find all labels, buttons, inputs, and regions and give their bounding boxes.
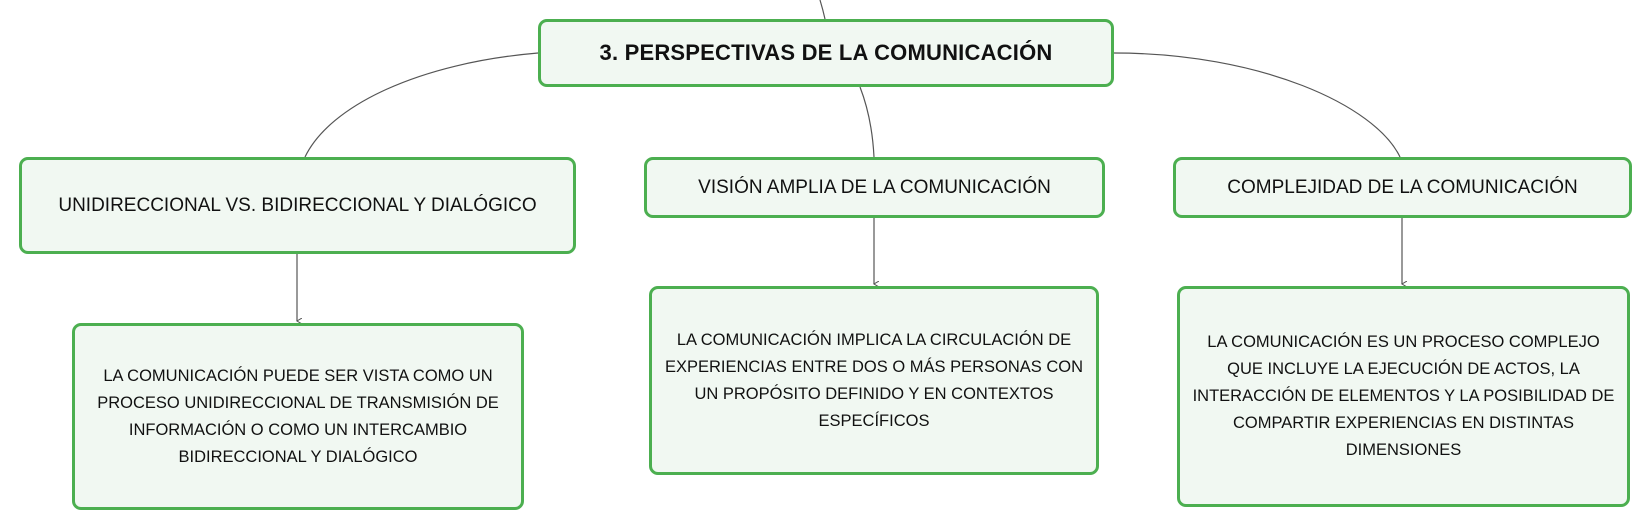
detail-text-complejidad: LA COMUNICACIÓN ES UN PROCESO COMPLEJO Q… [1192, 333, 1615, 459]
connector-root-to-branch-2 [859, 86, 875, 158]
branch-node-vision-amplia[interactable]: VISIÓN AMPLIA DE LA COMUNICACIÓN [644, 157, 1105, 218]
detail-text-unidireccional: LA COMUNICACIÓN PUEDE SER VISTA COMO UN … [97, 366, 499, 466]
branch-label-vision-amplia: VISIÓN AMPLIA DE LA COMUNICACIÓN [698, 176, 1051, 198]
branch-label-complejidad: COMPLEJIDAD DE LA COMUNICACIÓN [1227, 176, 1578, 198]
branch-node-unidireccional[interactable]: UNIDIRECCIONAL VS. BIDIRECCIONAL Y DIALÓ… [19, 157, 576, 254]
connector-root-to-branch-1 [304, 52, 539, 158]
root-topic-node[interactable]: 3. PERSPECTIVAS DE LA COMUNICACIÓN [538, 19, 1114, 87]
detail-node-complejidad[interactable]: LA COMUNICACIÓN ES UN PROCESO COMPLEJO Q… [1177, 286, 1630, 507]
root-topic-label: 3. PERSPECTIVAS DE LA COMUNICACIÓN [599, 40, 1053, 65]
branch-node-complejidad[interactable]: COMPLEJIDAD DE LA COMUNICACIÓN [1173, 157, 1632, 218]
detail-text-vision-amplia: LA COMUNICACIÓN IMPLICA LA CIRCULACIÓN D… [664, 330, 1084, 430]
detail-node-vision-amplia[interactable]: LA COMUNICACIÓN IMPLICA LA CIRCULACIÓN D… [649, 286, 1099, 475]
branch-label-unidireccional: UNIDIRECCIONAL VS. BIDIRECCIONAL Y DIALÓ… [58, 194, 537, 216]
parent-connector [819, 0, 826, 20]
connector-root-to-branch-3 [1113, 52, 1401, 158]
detail-node-unidireccional[interactable]: LA COMUNICACIÓN PUEDE SER VISTA COMO UN … [72, 323, 524, 510]
